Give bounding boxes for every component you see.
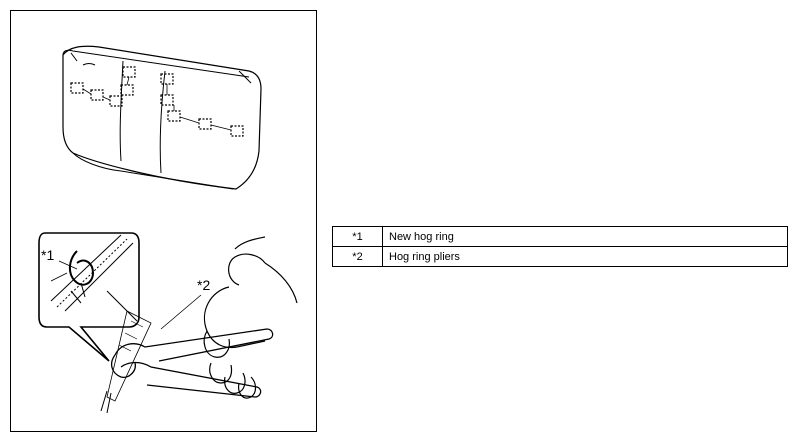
legend-text-1: New hog ring	[382, 226, 788, 247]
table-row: *1 New hog ring	[332, 226, 788, 247]
callout-1-leader	[58, 260, 78, 270]
hog-ring-detail-inset	[38, 232, 140, 362]
hog-ring-clip-connectors	[82, 76, 232, 131]
hand-drawing	[203, 236, 298, 399]
hog-ring-clip-icons	[70, 66, 244, 137]
legend-text-2: Hog ring pliers	[382, 246, 788, 267]
callout-marker-1: *1	[41, 247, 55, 263]
seatback-illustration	[38, 45, 298, 414]
callout-2-leader	[160, 294, 202, 330]
seat-cushion-drawing	[62, 45, 262, 190]
hog-ring-pliers-drawing	[100, 310, 274, 414]
illustration-frame: *1 *2	[10, 10, 317, 432]
legend-marker-2: *2	[332, 246, 383, 267]
table-row: *2 Hog ring pliers	[332, 246, 788, 267]
legend-marker-1: *1	[332, 226, 383, 247]
callout-legend-table: *1 New hog ring *2 Hog ring pliers	[332, 226, 788, 267]
callout-marker-2: *2	[197, 277, 211, 293]
